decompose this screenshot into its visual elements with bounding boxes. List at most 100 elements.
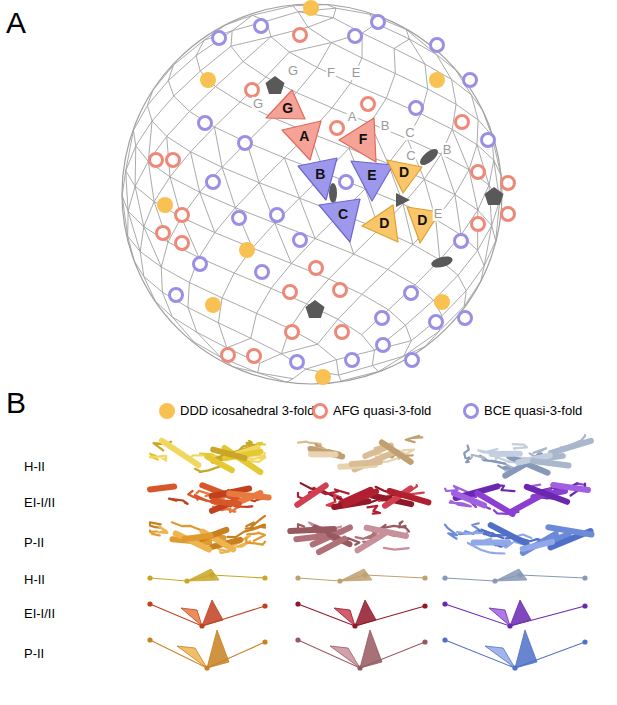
afg-quasi-3fold-ring <box>456 116 469 129</box>
schematic-vertex <box>582 639 587 644</box>
schematic-vertex <box>422 639 427 644</box>
protein-strand <box>169 499 188 504</box>
bce-quasi-3fold-ring <box>377 339 390 352</box>
bce-quasi-3fold-ring <box>455 235 468 248</box>
protein-helix <box>212 500 238 511</box>
legend-swatch <box>159 403 175 419</box>
bce-quasi-3fold-ring <box>346 354 359 367</box>
schematic-vertex <box>184 578 189 583</box>
schematic-line <box>150 575 265 581</box>
schematic-vertex <box>295 575 300 580</box>
protein-strand <box>513 444 527 449</box>
bce-quasi-3fold-ring <box>410 102 423 115</box>
row-label: EI-I/II <box>24 496 55 510</box>
protein-strand <box>246 539 265 545</box>
protein-strand <box>368 506 381 514</box>
triangle-shape <box>337 116 378 164</box>
row-label: EI-I/II <box>24 607 55 621</box>
symmetry-symbols <box>266 76 504 318</box>
schematic-line <box>445 575 585 581</box>
schematic-line <box>298 575 425 581</box>
afg-quasi-3fold-ring <box>222 349 235 362</box>
schematic-vertex <box>442 637 447 642</box>
schematic-triangle <box>495 569 527 581</box>
triangle-outline <box>351 161 393 201</box>
protein-helix <box>290 529 334 531</box>
protein-strand <box>399 522 406 528</box>
fivefold-pentagon <box>485 187 504 205</box>
subunit-letter: A <box>347 110 358 124</box>
schematic-vertex <box>512 665 517 670</box>
schematic-vertex <box>422 575 427 580</box>
triangle-outline <box>298 158 337 200</box>
schematic-triangle <box>489 608 510 626</box>
schematic-triangle <box>515 630 537 668</box>
protein-helix <box>213 501 239 504</box>
schematic-vertex <box>147 601 152 606</box>
twofold-ellipse <box>417 146 440 168</box>
protein-helix <box>184 536 210 539</box>
protein-helix <box>551 441 591 453</box>
schematic-vertex <box>582 575 587 580</box>
triangle-outline <box>282 121 321 160</box>
schematic-triangle <box>177 646 207 668</box>
mesh-outline <box>122 4 502 384</box>
triangle-subunit: B <box>296 156 339 202</box>
schematic-vertex <box>204 665 209 670</box>
protein-helix <box>548 527 591 534</box>
triangle-subunit: D <box>385 158 424 195</box>
subunit-letter: B <box>315 167 325 182</box>
afg-quasi-3fold-ring <box>334 284 347 297</box>
subunit-letter: E <box>351 66 362 80</box>
bce-quasi-3fold-ring <box>233 212 246 225</box>
triangle-subunit: A <box>280 119 323 162</box>
schematic-vertex <box>422 603 427 608</box>
triangle-outline <box>362 205 398 242</box>
schematic-vertex <box>507 623 512 628</box>
afg-quasi-3fold-ring <box>284 286 297 299</box>
afg-quasi-3fold-ring <box>362 98 375 111</box>
protein-helix <box>474 539 509 545</box>
bce-quasi-3fold-ring <box>405 287 418 300</box>
triangle-outline <box>339 118 376 162</box>
schematic-vertex <box>362 572 367 577</box>
panel-label: A <box>6 6 26 39</box>
subunit-letter: F <box>359 132 368 147</box>
afg-quasi-3fold-ring <box>150 154 163 167</box>
schematic-vertex <box>582 603 587 608</box>
schematic-triangle <box>181 608 202 626</box>
protein-strand <box>159 526 168 533</box>
schematic-triangle <box>360 630 382 668</box>
subunit-letter: C <box>404 126 415 140</box>
schematic-vertex <box>357 665 362 670</box>
fivefold-pentagon <box>266 76 285 94</box>
bce-quasi-3fold-ring <box>430 316 443 329</box>
afg-quasi-3fold-ring <box>472 166 485 179</box>
afg-quasi-3fold-ring <box>248 350 261 363</box>
afg-quasi-3fold-ring <box>472 218 485 231</box>
protein-helix <box>311 451 335 457</box>
protein-helix <box>358 533 386 550</box>
panel-label: B <box>6 386 26 419</box>
threefold-triangle <box>396 193 410 207</box>
subunit-letter: D <box>399 166 409 181</box>
bce-quasi-3fold-ring <box>194 258 207 271</box>
schematic-triangle <box>340 569 372 581</box>
protein-strand <box>150 456 166 461</box>
schematic-vertex <box>147 637 152 642</box>
icosahedral-3fold-dot <box>205 297 221 313</box>
icosahedral-3fold-dot <box>315 369 331 385</box>
symmetry-markers <box>150 0 515 385</box>
bce-quasi-3fold-ring <box>372 16 385 29</box>
protein-strand <box>247 533 265 541</box>
bce-quasi-3fold-ring <box>256 266 269 279</box>
triangle-outline <box>387 160 422 193</box>
icosahedral-3fold-dot <box>429 72 445 88</box>
afg-quasi-3fold-ring <box>294 29 307 42</box>
row-label: H-II <box>24 573 45 587</box>
afg-quasi-3fold-ring <box>246 84 259 97</box>
afg-quasi-3fold-ring <box>331 122 344 135</box>
molecular-models <box>150 435 592 553</box>
afg-quasi-3fold-ring <box>176 209 189 222</box>
schematic-triangle <box>187 569 219 581</box>
